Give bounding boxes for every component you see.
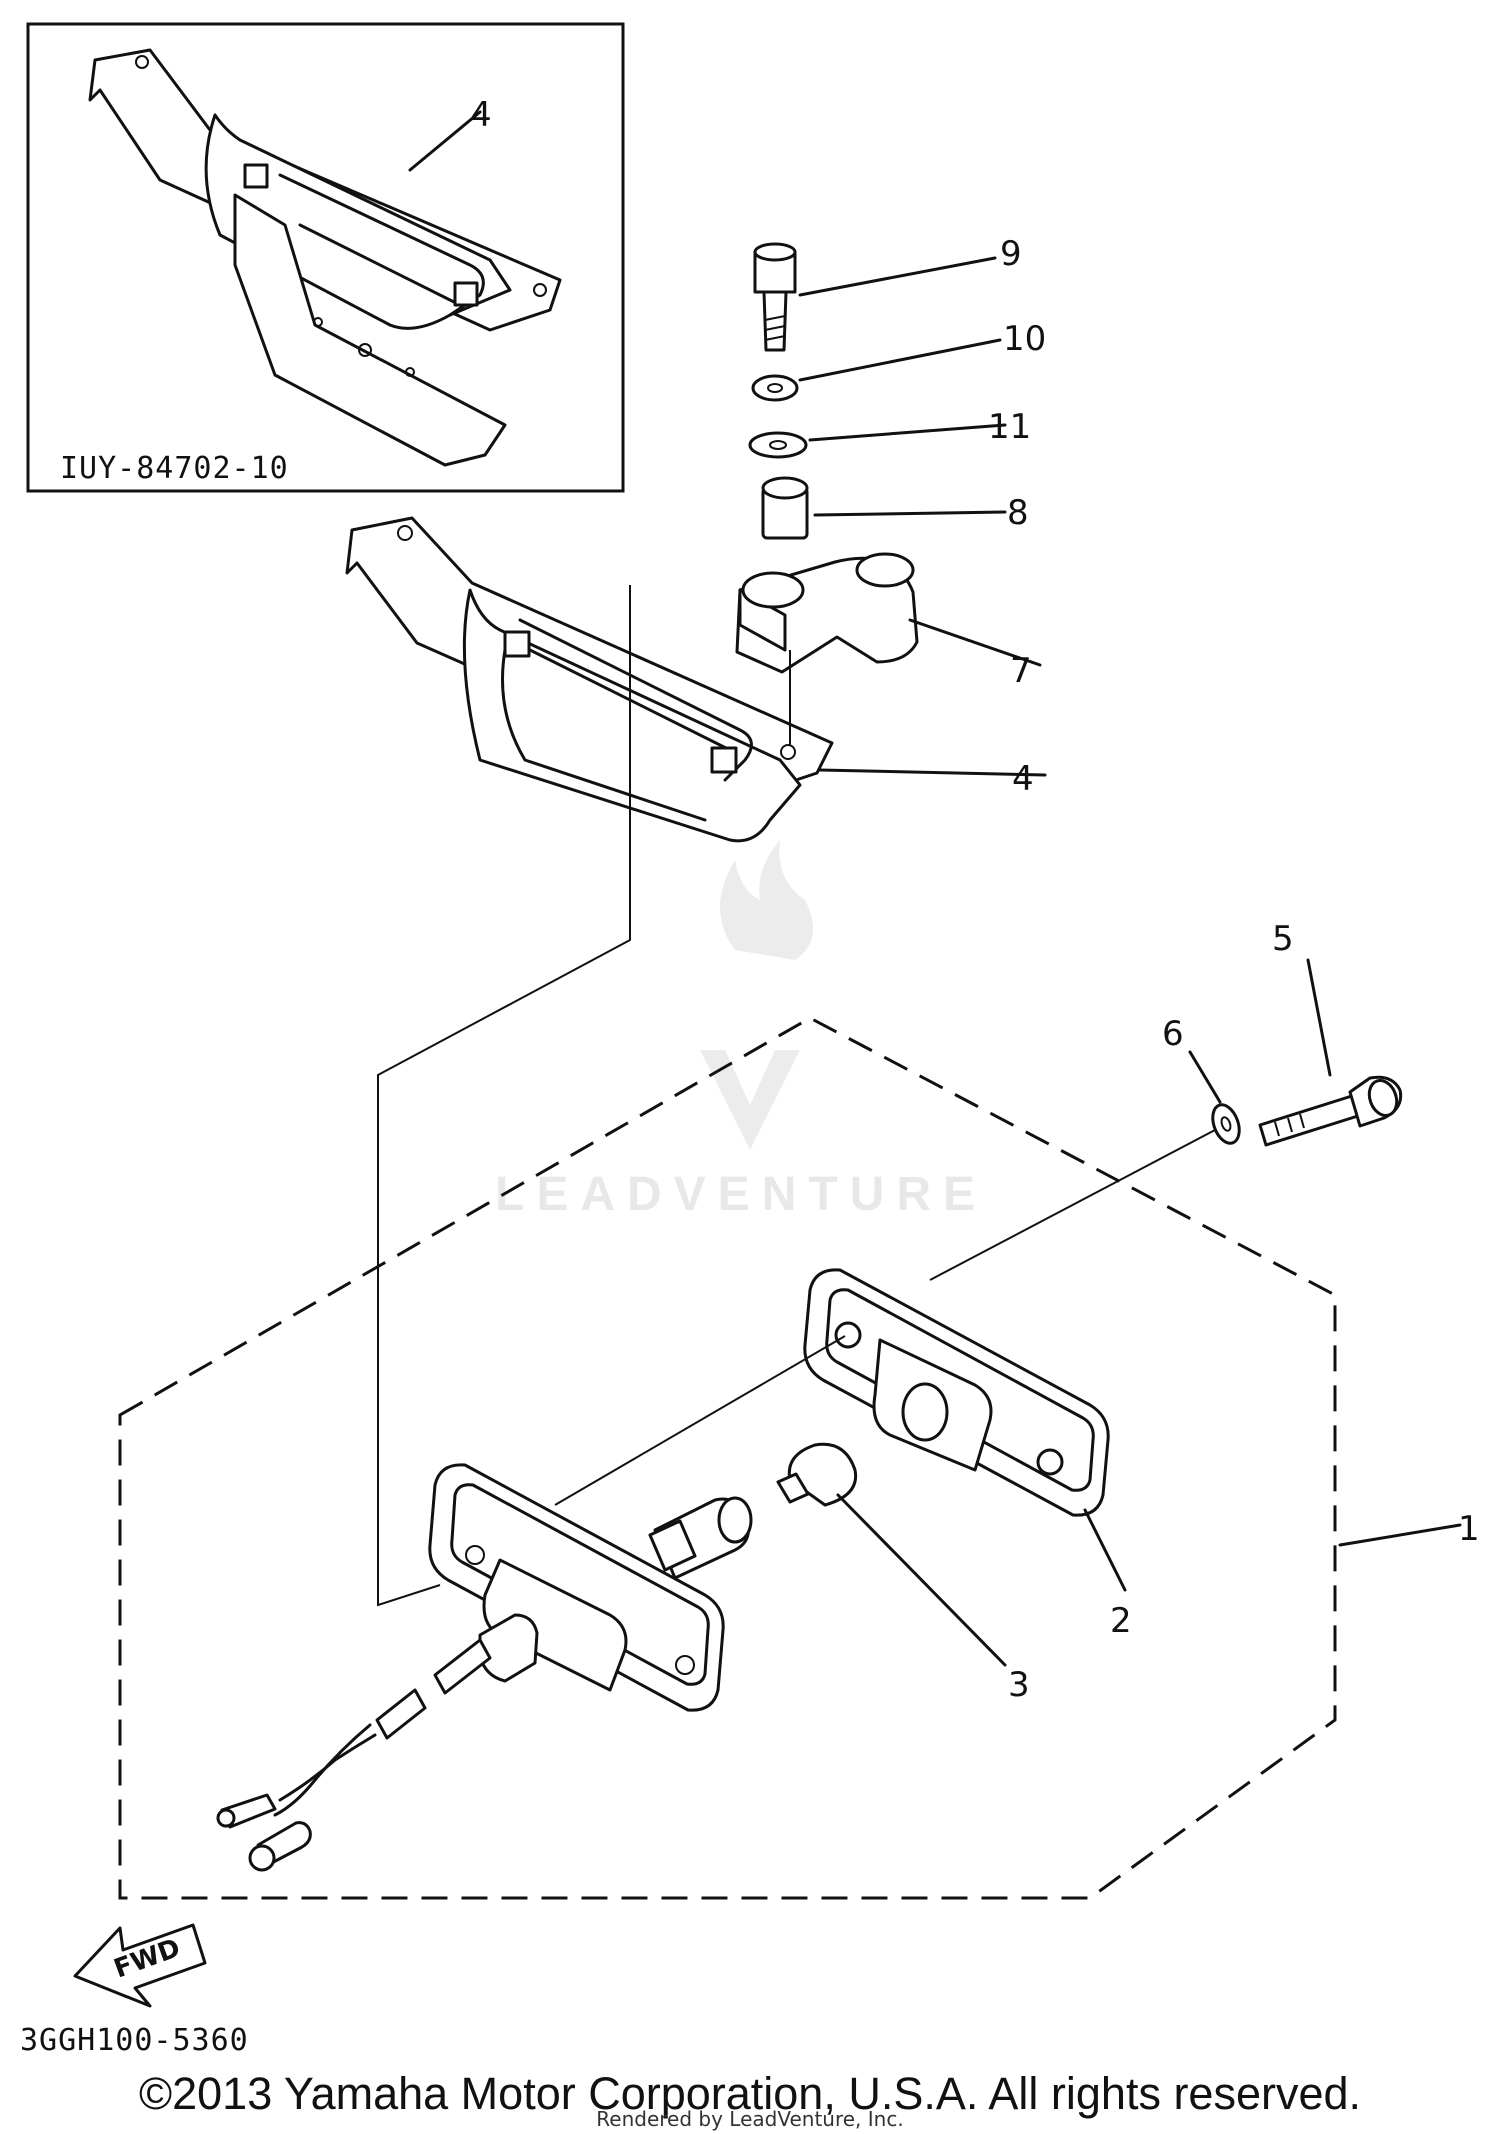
callout-7: 7	[1010, 651, 1032, 691]
bracket-4	[345, 516, 1047, 843]
lamp-housing	[216, 1463, 753, 1872]
collar-8	[761, 476, 1007, 540]
callout-4: 4	[1012, 759, 1034, 799]
callout-8: 8	[1007, 493, 1029, 533]
fwd-arrow: FWD	[73, 1923, 207, 2008]
diagram-code: 3GGH100-5360	[20, 2023, 249, 2058]
inset-bracket	[88, 48, 562, 467]
callout-5: 5	[1272, 919, 1294, 959]
assembly-outline-1	[118, 1016, 1337, 1900]
rendered-by-notice: Rendered by LeadVenture, Inc.	[596, 2107, 904, 2131]
bulb-3	[776, 1442, 1007, 1667]
callout-3: 3	[1008, 1665, 1030, 1705]
watermark: LEADVENTURE	[495, 840, 987, 1221]
washer-6	[1188, 1050, 1241, 1145]
lens-cover-2	[803, 1268, 1127, 1592]
callout-9: 9	[1000, 234, 1022, 274]
lock-washer-10	[751, 338, 1002, 402]
callout-2: 2	[1110, 1601, 1132, 1641]
bolt-5	[1258, 958, 1403, 1147]
callout-10: 10	[1003, 319, 1046, 359]
washer-11	[748, 423, 1007, 459]
inset-part-number: IUY-84702-10	[60, 451, 289, 486]
inset-panel: IUY-84702-10 4	[26, 22, 625, 493]
callout-6: 6	[1162, 1014, 1184, 1054]
bolt-9	[753, 242, 997, 352]
watermark-text: LEADVENTURE	[495, 1168, 987, 1221]
copyright-notice: ©2013 Yamaha Motor Corporation, U.S.A. A…	[138, 2068, 1362, 2119]
callout-4-inset: 4	[470, 95, 492, 135]
arm-7	[735, 552, 1042, 674]
callout-11: 11	[988, 407, 1031, 447]
callout-1: 1	[1458, 1509, 1480, 1549]
